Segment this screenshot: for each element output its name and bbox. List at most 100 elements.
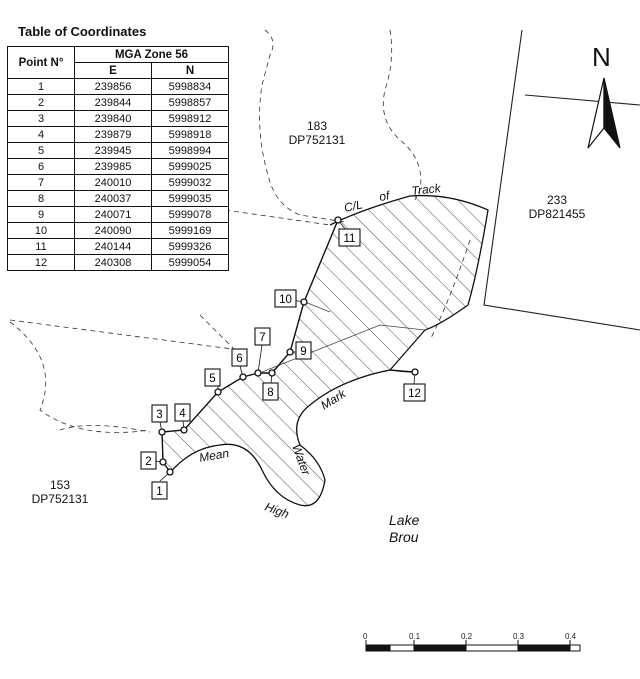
cell-point: 3: [7, 110, 75, 127]
point-tag-label: 11: [344, 233, 356, 245]
point-tag-10: 10: [274, 289, 297, 308]
cell-easting: 240037: [74, 190, 152, 207]
cell-point: 1: [7, 78, 75, 95]
cell-northing: 5999032: [151, 174, 229, 191]
track-label-word: C/L: [343, 197, 364, 215]
lot-233-number: 233: [546, 193, 568, 207]
header-n: N: [151, 62, 229, 79]
header-zone: MGA Zone 56: [74, 46, 229, 63]
scale-tick-label: 0.3: [513, 632, 525, 641]
point-tag-label: 3: [156, 409, 162, 421]
cell-northing: 5998994: [151, 142, 229, 159]
cell-point: 8: [7, 190, 75, 207]
cell-easting: 239856: [74, 78, 152, 95]
track-centreline: [329, 194, 489, 371]
point-tag-label: 10: [279, 294, 292, 306]
cell-point: 12: [7, 254, 75, 271]
boundary-left-curve: [9, 321, 151, 433]
north-arrow-icon: [587, 77, 621, 149]
survey-points: [158, 216, 419, 476]
boundary-bottom-left: [59, 425, 151, 433]
cell-northing: 5999078: [151, 206, 229, 223]
boundary-mid-left: [9, 319, 241, 351]
point-tag-6: 6: [231, 348, 248, 367]
header-e: E: [74, 62, 152, 79]
cell-easting: 240071: [74, 206, 152, 223]
point-marker-6: [239, 373, 247, 381]
point-marker-8: [268, 369, 276, 377]
north-label: N: [592, 42, 611, 72]
cell-point: 11: [7, 238, 75, 255]
point-tag-3: 3: [151, 404, 168, 423]
point-marker-1: [166, 468, 174, 476]
cell-point: 2: [7, 94, 75, 111]
scale-tick-label: 0.1: [409, 632, 421, 641]
lot-153-number: 153: [49, 478, 71, 492]
point-tag-5: 5: [204, 368, 221, 387]
boundary-mid-diag: [199, 314, 236, 351]
point-tag-label: 4: [179, 408, 186, 420]
cell-easting: 239945: [74, 142, 152, 159]
lake-label-line1: Lake: [389, 512, 420, 528]
header-point: Point N°: [7, 46, 75, 79]
cell-northing: 5999054: [151, 254, 229, 271]
cell-easting: 240010: [74, 174, 152, 191]
cell-easting: 240144: [74, 238, 152, 255]
water-label-word: Mean: [198, 446, 230, 465]
cell-easting: 239844: [74, 94, 152, 111]
cell-northing: 5998857: [151, 94, 229, 111]
point-marker-4: [180, 426, 188, 434]
point-tag-12: 12: [403, 383, 426, 402]
lot-153-label: 153 DP752131: [0, 478, 120, 506]
scale-bar: [365, 640, 581, 652]
point-tag-label: 12: [408, 388, 421, 400]
track-label: C/L of Track: [343, 181, 443, 215]
point-marker-9: [286, 348, 294, 356]
lot-233-label: 233 DP821455: [502, 193, 612, 221]
scale-tick-label: 0: [363, 632, 368, 641]
point-tag-label: 1: [156, 486, 162, 498]
cell-easting: 239985: [74, 158, 152, 175]
water-label-word: High: [263, 500, 291, 522]
cell-point: 7: [7, 174, 75, 191]
traverse-to-12: [389, 369, 416, 373]
lot-183-dp: DP752131: [288, 133, 346, 147]
cell-northing: 5999035: [151, 190, 229, 207]
hatched-area: [162, 195, 488, 506]
cell-point: 5: [7, 142, 75, 159]
cell-point: 4: [7, 126, 75, 143]
point-tag-label: 6: [236, 353, 242, 365]
point-tag-7: 7: [254, 327, 271, 346]
point-tag-label: 8: [267, 387, 273, 399]
boundary-top-right: [382, 29, 422, 201]
point-marker-11: [334, 216, 342, 224]
cell-easting: 240090: [74, 222, 152, 239]
point-tag-8: 8: [262, 382, 279, 401]
cell-point: 6: [7, 158, 75, 175]
lot-233-dp: DP821455: [528, 207, 586, 221]
cell-easting: 240308: [74, 254, 152, 271]
point-tag-label: 7: [259, 332, 265, 344]
point-tags: 1 2 3 4 5 6 7 8 9 10 11 12: [140, 228, 426, 500]
lake-label: Lake Brou: [389, 512, 449, 546]
lot233-boundary: [483, 29, 640, 331]
point-marker-2: [159, 458, 167, 466]
cell-northing: 5998834: [151, 78, 229, 95]
cell-easting: 239840: [74, 110, 152, 127]
track-label-word: of: [378, 188, 392, 204]
cell-easting: 239879: [74, 126, 152, 143]
point-marker-5: [214, 388, 222, 396]
point-tag-11: 11: [338, 228, 361, 247]
